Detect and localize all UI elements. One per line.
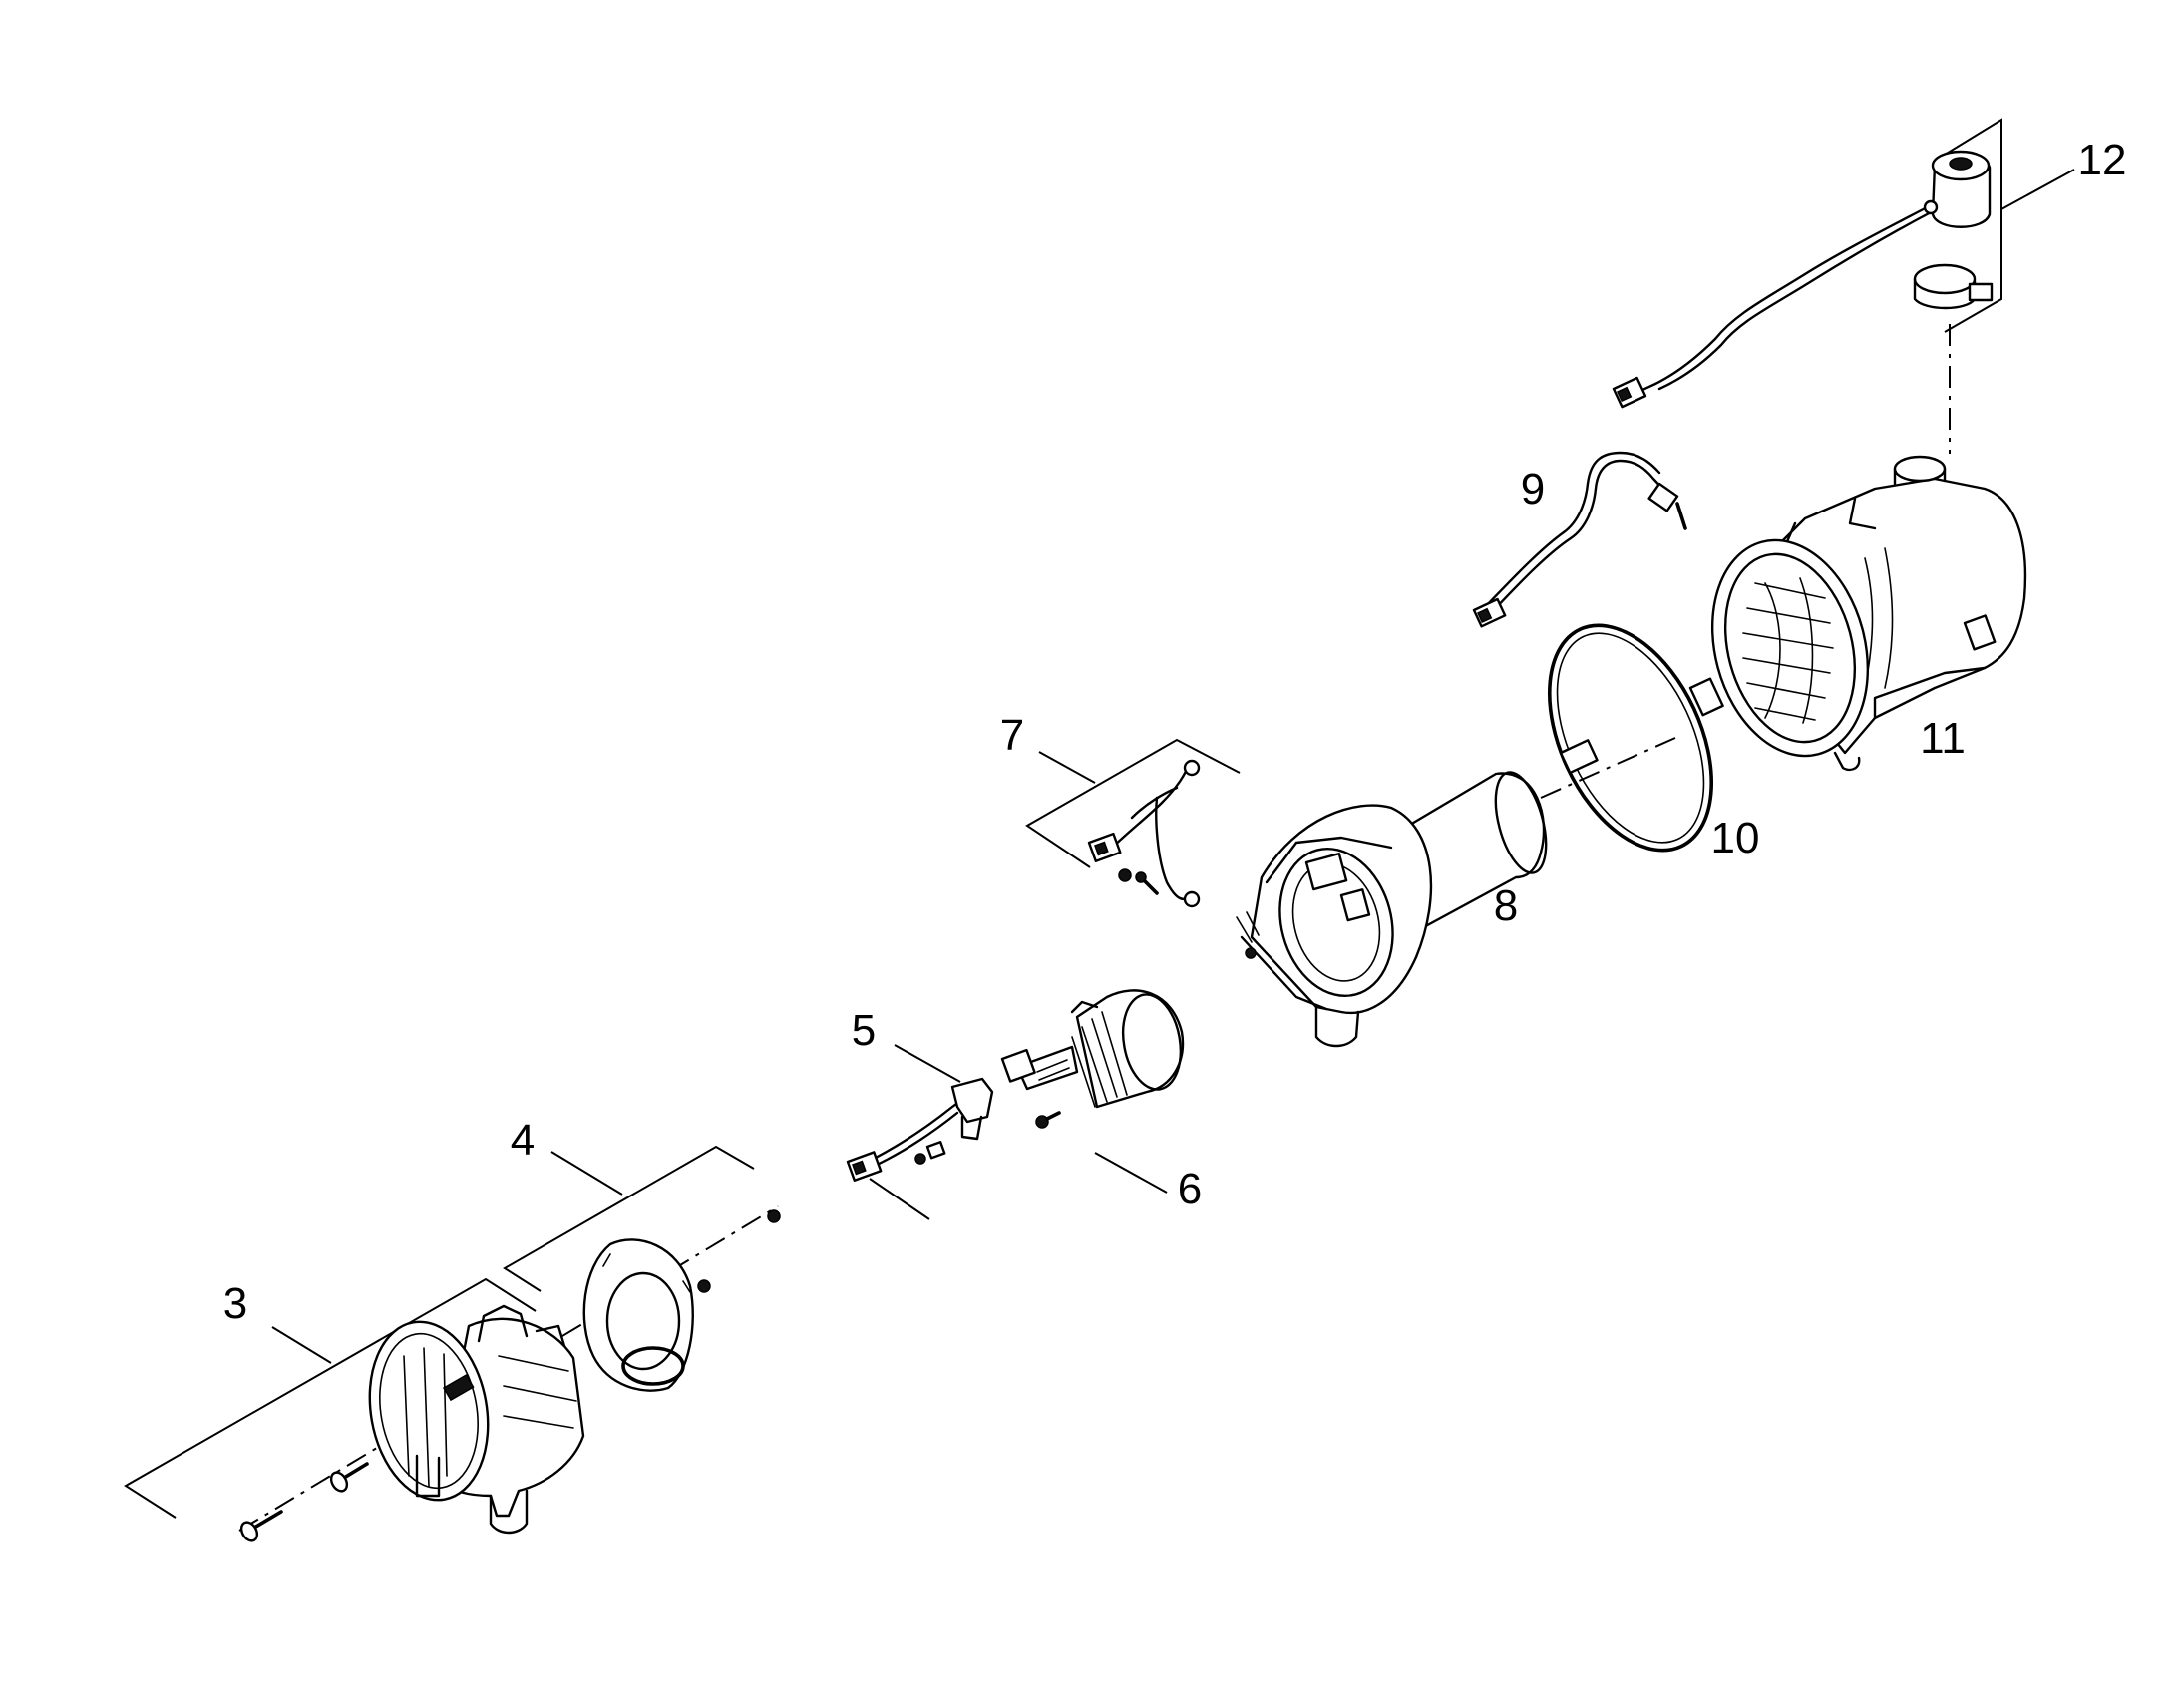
part-4-gasket: 4 <box>503 1116 781 1392</box>
label-10: 10 <box>1711 814 1760 862</box>
part-6-motor: 6 <box>869 989 1202 1220</box>
label-7: 7 <box>1000 711 1024 760</box>
label-5: 5 <box>852 1006 876 1055</box>
part-12-temperature-sensor: 12 <box>1612 118 2127 409</box>
label-8: 8 <box>1494 881 1518 930</box>
part-3-blower-housing: 3 <box>124 1277 585 1542</box>
label-4: 4 <box>511 1116 535 1165</box>
part-10-clamp: 10 <box>1547 623 1760 862</box>
label-6: 6 <box>1178 1165 1202 1213</box>
part-5-harness: 5 <box>846 1006 994 1182</box>
label-3: 3 <box>223 1279 247 1328</box>
part-9-sensor-cable: 9 <box>1472 451 1687 628</box>
part-11-heat-exchanger: 11 <box>1710 455 2027 772</box>
part-7-wiring: 7 <box>1000 711 1241 908</box>
label-9: 9 <box>1521 465 1545 513</box>
part-8-burner: 8 <box>1236 771 1548 1048</box>
label-11: 11 <box>1920 714 1966 763</box>
label-12: 12 <box>2078 136 2127 184</box>
screw-3b <box>239 1510 283 1542</box>
screw-3a <box>329 1462 369 1493</box>
